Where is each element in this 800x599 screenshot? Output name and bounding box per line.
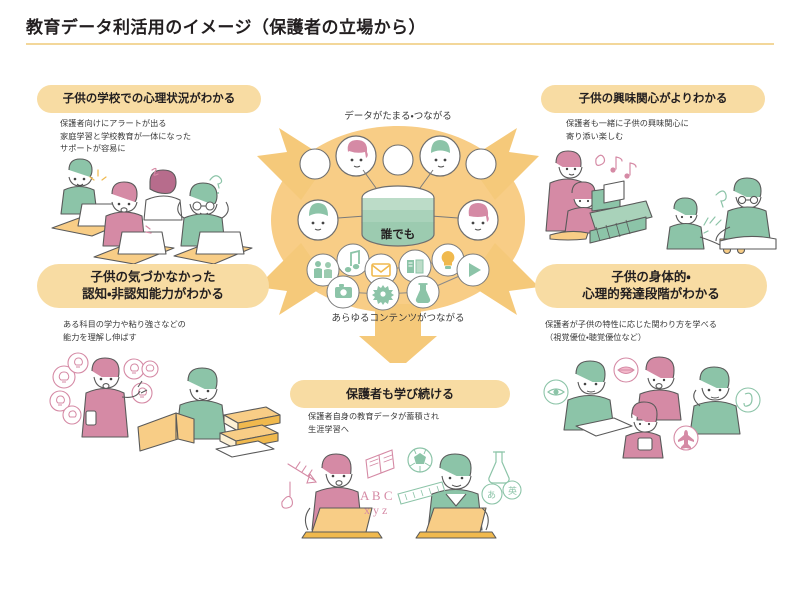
airplane-icon-bubble bbox=[673, 425, 699, 451]
play-button-icon bbox=[456, 253, 490, 287]
empty-bubble-1 bbox=[299, 148, 331, 180]
sense-icon-bubbles bbox=[543, 357, 761, 451]
label-development[interactable]: 子供の身体的・ 心理的発達段階がわかる bbox=[535, 264, 767, 308]
illustration-children-at-laptops-classroom bbox=[34, 152, 269, 267]
person-bubble-pink-2 bbox=[457, 199, 499, 241]
central-hub: データがたまる・つながる 誰でも あらゆるコンテンツがつながる bbox=[243, 108, 553, 363]
label-interests[interactable]: 子供の興味関心がよりわかる bbox=[541, 85, 765, 113]
illustration-parent-piano-and-toy-car bbox=[534, 145, 796, 263]
bubble-text-1: あ bbox=[487, 490, 496, 500]
illustration-children-with-sense-icons bbox=[540, 352, 790, 472]
ear-icon-bubble bbox=[735, 387, 761, 413]
illustration-adults-with-laptops-learning: A B C x y z あ bbox=[274, 438, 526, 543]
desc-interests: 保護者も一緒に子供の興味関心に 寄り添い楽しむ bbox=[566, 118, 689, 141]
desc-parent-learning: 保護者自身の教育データが蓄積され 生涯学習へ bbox=[308, 411, 440, 434]
music-note-icon bbox=[336, 243, 370, 277]
thought-bubbles-decoration bbox=[481, 480, 522, 505]
label-school-psych-text: 子供の学校での心理状況がわかる bbox=[62, 91, 236, 106]
envelope-icon bbox=[364, 253, 398, 287]
gear-icon bbox=[366, 277, 400, 311]
page-title: 教育データ利活用のイメージ（保護者の立場から） bbox=[26, 18, 426, 38]
music-notes-decoration bbox=[595, 154, 637, 179]
flask-icon bbox=[406, 275, 440, 309]
open-book-icon bbox=[398, 249, 432, 283]
ruler-decoration-icon bbox=[397, 481, 446, 505]
sparkle-decoration bbox=[703, 190, 727, 234]
label-cognitive-text: 子供の気づかなかった 認知・非認知能力がわかる bbox=[82, 269, 224, 301]
desc-development: 保護者が子供の特性に応じた関わり方を学べる （視覚優位・聴覚優位など） bbox=[545, 319, 717, 342]
hub-center-label: 誰でも bbox=[380, 227, 416, 241]
hub-connectors bbox=[337, 169, 459, 219]
label-cognitive[interactable]: 子供の気づかなかった 認知・非認知能力がわかる bbox=[37, 264, 269, 308]
title-underline bbox=[26, 43, 774, 45]
idea-bulb-glyphs bbox=[56, 357, 155, 418]
camera-icon bbox=[326, 275, 360, 309]
person-bubble-green-2 bbox=[297, 199, 339, 241]
label-parent-learning-text: 保護者も学び続ける bbox=[345, 386, 454, 401]
eye-icon-bubble bbox=[543, 379, 569, 405]
flask-decoration-icon bbox=[488, 451, 510, 484]
label-school-psych[interactable]: 子供の学校での心理状況がわかる bbox=[37, 85, 261, 113]
illustration-girl-ideas-and-boy-reading-books bbox=[42, 345, 287, 460]
mouth-icon-bubble bbox=[613, 357, 639, 383]
hub-caption-bottom: あらゆるコンテンツがつながる bbox=[331, 313, 465, 324]
desc-school-psych: 保護者向けにアラートが出る 家庭学習と学校教育が一体になった サポートが容易に bbox=[60, 118, 192, 154]
label-development-text: 子供の身体的・ 心理的発達段階がわかる bbox=[582, 269, 720, 301]
label-parent-learning[interactable]: 保護者も学び続ける bbox=[290, 380, 510, 408]
abc-text: A B C bbox=[360, 488, 393, 503]
person-bubble-green-1 bbox=[419, 135, 461, 177]
person-bubble-pink-1 bbox=[335, 135, 377, 177]
learning-symbols: A B C x y z あ bbox=[281, 447, 522, 517]
desc-cognitive: ある科目の学力や粘り強さなどの 能力を理解し伸ばす bbox=[63, 319, 186, 342]
people-group-icon bbox=[306, 253, 340, 287]
bubble-text-2: 英 bbox=[508, 485, 517, 496]
database-cylinder-icon bbox=[361, 185, 435, 247]
empty-bubble-3 bbox=[465, 148, 497, 180]
lightbulb-icon bbox=[431, 243, 465, 277]
hub-caption-top: データがたまる・つながる bbox=[344, 111, 452, 122]
xyz-text: x y z bbox=[364, 503, 387, 517]
soccer-ball-icon bbox=[407, 447, 433, 473]
empty-bubble-2 bbox=[382, 144, 414, 176]
label-interests-text: 子供の興味関心がよりわかる bbox=[578, 91, 728, 106]
